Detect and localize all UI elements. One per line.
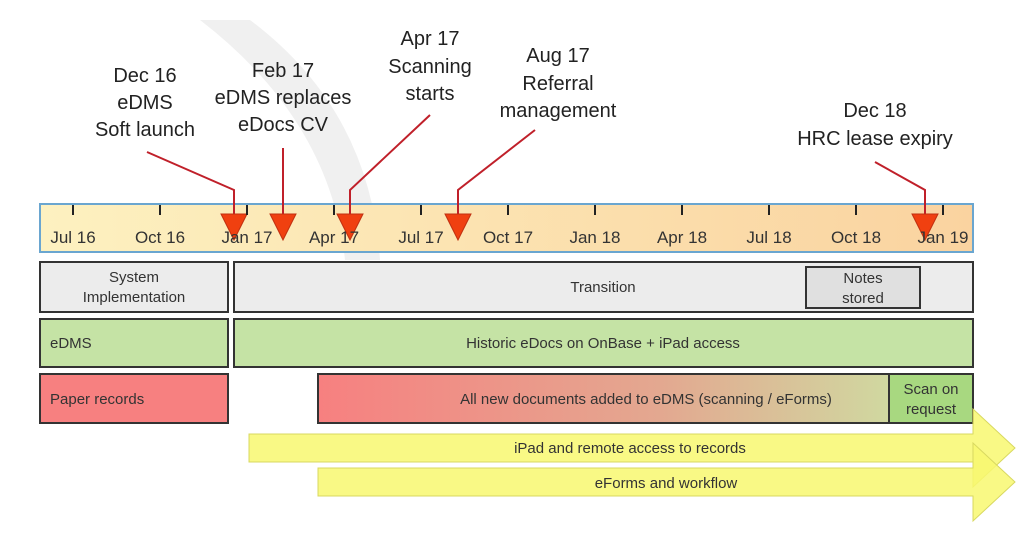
notes-stored-label: stored [842,290,884,307]
milestone-feb17-label: eDMS replaces [215,87,352,109]
eforms-label: eForms and workflow [595,475,738,492]
scan-on-request-box [888,373,974,424]
axis-tick-label: Oct 17 [483,228,533,247]
milestone-marker-aug17 [444,213,472,242]
system-implementation-box [39,261,229,313]
historic-label: Historic eDocs on OnBase + iPad access [466,335,740,352]
scan-on-request-label: request [906,401,957,418]
paper-records-box [39,373,229,424]
axis-tick-label: Apr 18 [657,228,707,247]
milestone-connectors [146,114,926,214]
timeline-axis [39,203,974,253]
milestone-feb17-label: Feb 17 [252,60,314,82]
axis-tick-label: Apr 17 [309,228,359,247]
axis-tick-label: Oct 18 [831,228,881,247]
paper-records-label: Paper records [50,391,144,408]
new-documents-label: All new documents added to eDMS (scannin… [460,391,832,408]
axis-tick-label: Jan 18 [569,228,620,247]
milestone-aug17-label: Aug 17 [526,45,589,67]
milestone-aug17-label: management [500,100,617,122]
transition-label: Transition [570,279,635,296]
system-implementation-label: Implementation [83,289,186,306]
system-implementation-label: System [109,269,159,286]
milestone-feb17-label: eDocs CV [238,114,329,136]
notes-stored-box [805,266,921,309]
milestone-dec16-label: eDMS [117,92,173,114]
milestone-dec18-label: HRC lease expiry [797,128,953,150]
axis-tick-label: Jul 18 [746,228,791,247]
axis-tick-label: Oct 16 [135,228,185,247]
milestone-apr17-label: Apr 17 [401,28,460,50]
milestone-marker-dec18 [911,213,939,242]
milestone-marker-apr17 [336,213,364,242]
historic-box [233,318,974,368]
milestone-dec16-label: Dec 16 [113,65,176,87]
axis-ticks: Jul 16 Oct 16 Jan 17 Apr 17 Jul 17 Oct 17 Jan … [50,205,969,247]
ipad-access-label: iPad and remote access to records [514,440,746,457]
milestone-markers [220,213,939,242]
milestone-marker-feb17 [269,213,297,242]
watermark-shape [200,20,380,260]
milestone-dec16-label: Soft launch [95,119,195,141]
scan-on-request-label: Scan on [903,381,958,398]
axis-tick-label: Jul 17 [398,228,443,247]
notes-stored-label: Notes [843,270,882,287]
edms-label: eDMS [50,335,92,352]
milestone-apr17-label: Scanning [388,56,471,78]
axis-tick-label: Jul 16 [50,228,95,247]
milestone-marker-dec16 [220,213,248,242]
milestone-dec18-label: Dec 18 [843,100,906,122]
axis-tick-label: Jan 17 [221,228,272,247]
eforms-arrow [317,441,1016,523]
milestone-apr17-label: starts [406,83,455,105]
milestone-aug17-label: Referral [522,73,593,95]
axis-tick-label: Jan 19 [917,228,968,247]
new-documents-box [317,373,890,424]
edms-box [39,318,229,368]
